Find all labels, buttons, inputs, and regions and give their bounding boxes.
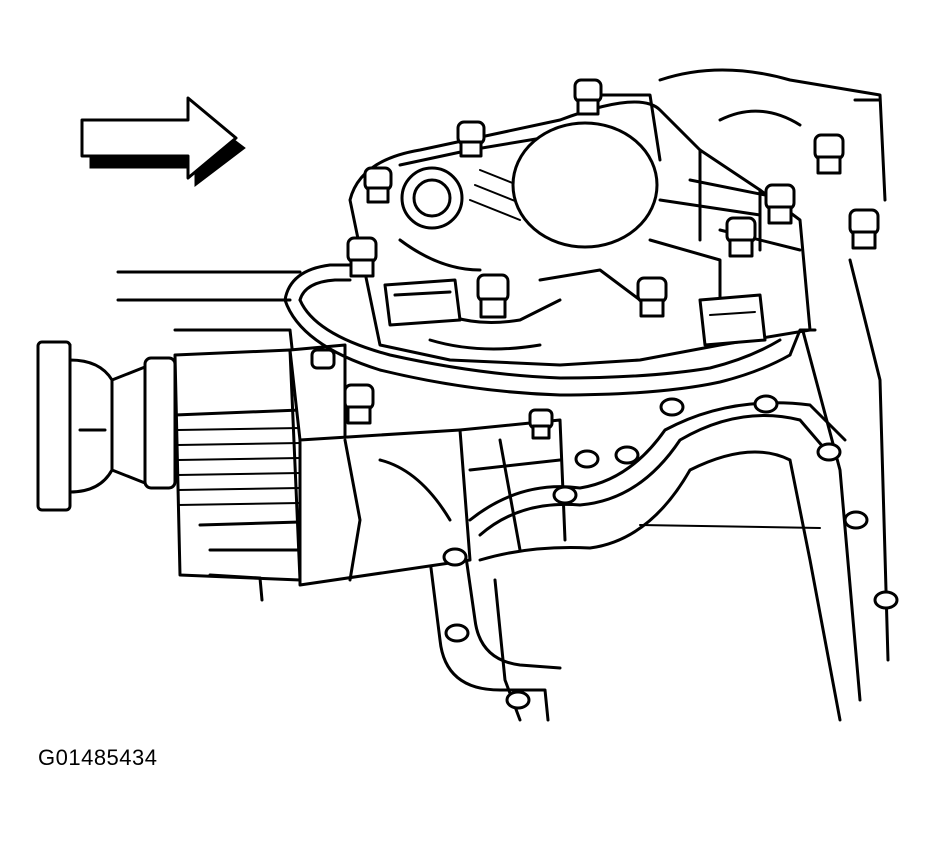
round-cover-cap bbox=[511, 121, 659, 249]
cover-bolts bbox=[310, 78, 880, 440]
right-arrow-icon bbox=[80, 96, 246, 188]
pan-bolt bbox=[442, 547, 468, 567]
bolt bbox=[573, 78, 603, 116]
bolt bbox=[363, 166, 393, 204]
pan-bolt bbox=[574, 449, 600, 469]
bolt bbox=[343, 383, 375, 425]
electrical-connector bbox=[383, 278, 767, 347]
fill-port-plug bbox=[400, 166, 464, 230]
oil-pan bbox=[428, 401, 847, 722]
pan-bolt bbox=[614, 445, 640, 465]
extension-housing bbox=[36, 328, 302, 602]
bolt bbox=[636, 276, 668, 318]
bolt bbox=[528, 408, 554, 440]
bolt bbox=[476, 273, 510, 319]
bolt bbox=[456, 120, 486, 158]
bolt bbox=[764, 183, 796, 225]
pan-bolt bbox=[873, 590, 899, 610]
pan-bolt bbox=[753, 394, 779, 414]
pan-bolt bbox=[816, 442, 842, 462]
bolt bbox=[848, 208, 880, 250]
bolt bbox=[346, 236, 378, 278]
figure-id-label: G01485434 bbox=[38, 745, 158, 770]
bolt bbox=[310, 348, 336, 370]
bolt bbox=[725, 216, 757, 258]
pan-bolt bbox=[843, 510, 869, 530]
transmission-case bbox=[116, 68, 890, 702]
pan-bolt bbox=[505, 690, 531, 710]
pan-bolt bbox=[552, 485, 578, 505]
bolt bbox=[813, 133, 845, 175]
oil-pan-bolts bbox=[442, 394, 899, 710]
pan-bolt bbox=[444, 623, 470, 643]
pan-bolt bbox=[659, 397, 685, 417]
valve-body-housing bbox=[288, 343, 567, 587]
wiring-harness bbox=[283, 263, 817, 397]
